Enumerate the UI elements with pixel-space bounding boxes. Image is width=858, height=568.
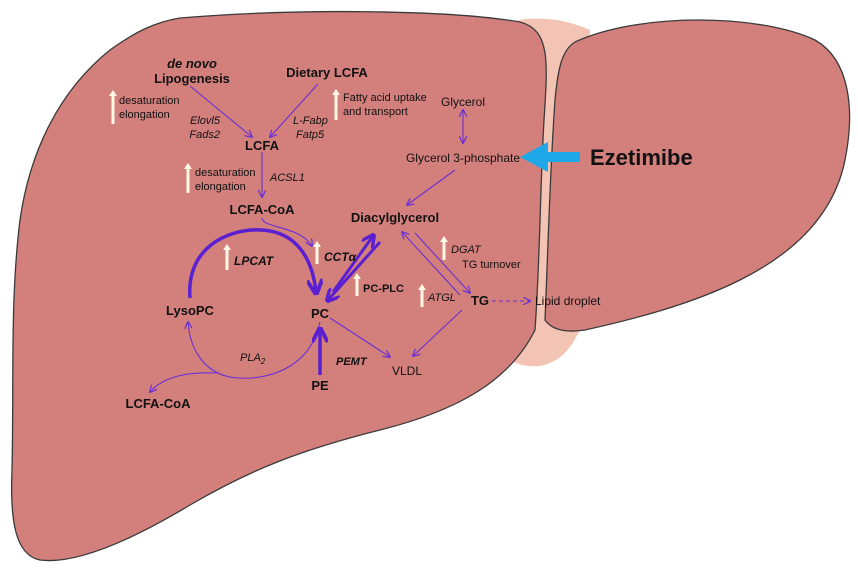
- thick-arrows: [188, 228, 320, 375]
- arrow-tg-vldl: [413, 309, 463, 356]
- arrow-pc-vldl: [329, 317, 390, 357]
- pemt-label: PEMT: [336, 356, 368, 368]
- pathway-arrows: [150, 83, 530, 392]
- cct-pcplc-arrows: [328, 236, 382, 300]
- arrow-tg-dag: [402, 232, 461, 296]
- pe-label: PE: [311, 378, 329, 393]
- fa-uptake-label: Fatty acid uptake: [343, 92, 427, 104]
- ezetimibe-arrow: [520, 142, 580, 172]
- dgat-label: DGAT: [451, 244, 482, 256]
- up-arrow-icon: [332, 89, 340, 120]
- arrow-dag-pc-pcplc: [328, 240, 382, 300]
- lcfa-coa-label: LCFA-CoA: [230, 202, 296, 217]
- lfabp-label: L-Fabp: [293, 115, 328, 127]
- pla2-label: PLA2: [240, 352, 266, 366]
- lcfa-coa-out-label: LCFA-CoA: [126, 396, 192, 411]
- up-arrow-icon: [353, 273, 361, 296]
- arrow-g3p-dag: [407, 169, 456, 205]
- elongation-label: elongation: [119, 109, 170, 121]
- de-novo-label: de novo: [167, 56, 217, 71]
- glycerol-3-phosphate-label: Glycerol 3-phosphate: [406, 151, 520, 165]
- up-arrow-icon: [418, 284, 426, 307]
- annotation-labels: desaturation elongation Fatty acid uptak…: [119, 92, 521, 271]
- tg-turnover-label: TG turnover: [462, 259, 521, 271]
- up-arrow-icon: [223, 244, 231, 270]
- node-labels: de novo Lipogenesis Dietary LCFA LCFA LC…: [126, 56, 693, 411]
- tg-label: TG: [471, 293, 489, 308]
- lysopc-label: LysoPC: [166, 303, 215, 318]
- elongation-label-2: elongation: [195, 181, 246, 193]
- up-arrows: [109, 89, 448, 307]
- lcfa-label: LCFA: [245, 138, 280, 153]
- ezetimibe-label: Ezetimibe: [590, 145, 693, 170]
- fa-transport-label: and transport: [343, 106, 408, 118]
- up-arrow-icon: [184, 163, 192, 193]
- arrow-dag-tg: [414, 232, 470, 293]
- fatp5-label: Fatp5: [296, 129, 325, 141]
- arrow-pla2-lcfacoa-out: [150, 372, 219, 392]
- up-arrow-icon: [440, 236, 448, 260]
- cct-alpha-label: CCTα: [324, 250, 357, 264]
- vldl-label: VLDL: [392, 364, 422, 378]
- liver-right-lobe: [544, 19, 851, 332]
- dietary-lcfa-label: Dietary LCFA: [286, 65, 368, 80]
- glycerol-label: Glycerol: [441, 95, 485, 109]
- arrow-pc-dag-cct: [331, 236, 373, 293]
- arrow-lcfacoa-pc: [261, 217, 312, 246]
- liver-main-lobe: [10, 10, 547, 562]
- arrow-lipogenesis-lcfa: [189, 85, 252, 137]
- arrow-pc-lysopc-pla2: [188, 322, 321, 379]
- diacylglycerol-label: Diacylglycerol: [351, 210, 439, 225]
- atgl-label: ATGL: [427, 292, 456, 304]
- acsl1-label: ACSL1: [269, 172, 305, 184]
- enzyme-labels: Elovl5 Fads2 L-Fabp Fatp5 ACSL1 DGAT ATG…: [189, 115, 482, 368]
- desaturation-label-2: desaturation: [195, 167, 256, 179]
- elovl5-label: Elovl5: [190, 115, 221, 127]
- arrow-dietary-lcfa: [270, 83, 319, 137]
- pc-plc-label: PC-PLC: [363, 283, 404, 295]
- pc-label: PC: [311, 306, 330, 321]
- lpcat-label: LPCAT: [234, 254, 275, 268]
- lipid-droplet-label: Lipid droplet: [535, 294, 601, 308]
- lipogenesis-label: Lipogenesis: [154, 71, 230, 86]
- arrow-lysopc-pc-lpcat: [188, 228, 316, 299]
- fads2-label: Fads2: [189, 129, 220, 141]
- up-arrow-icon: [109, 90, 117, 124]
- desaturation-label: desaturation: [119, 95, 180, 107]
- up-arrow-icon: [313, 241, 321, 264]
